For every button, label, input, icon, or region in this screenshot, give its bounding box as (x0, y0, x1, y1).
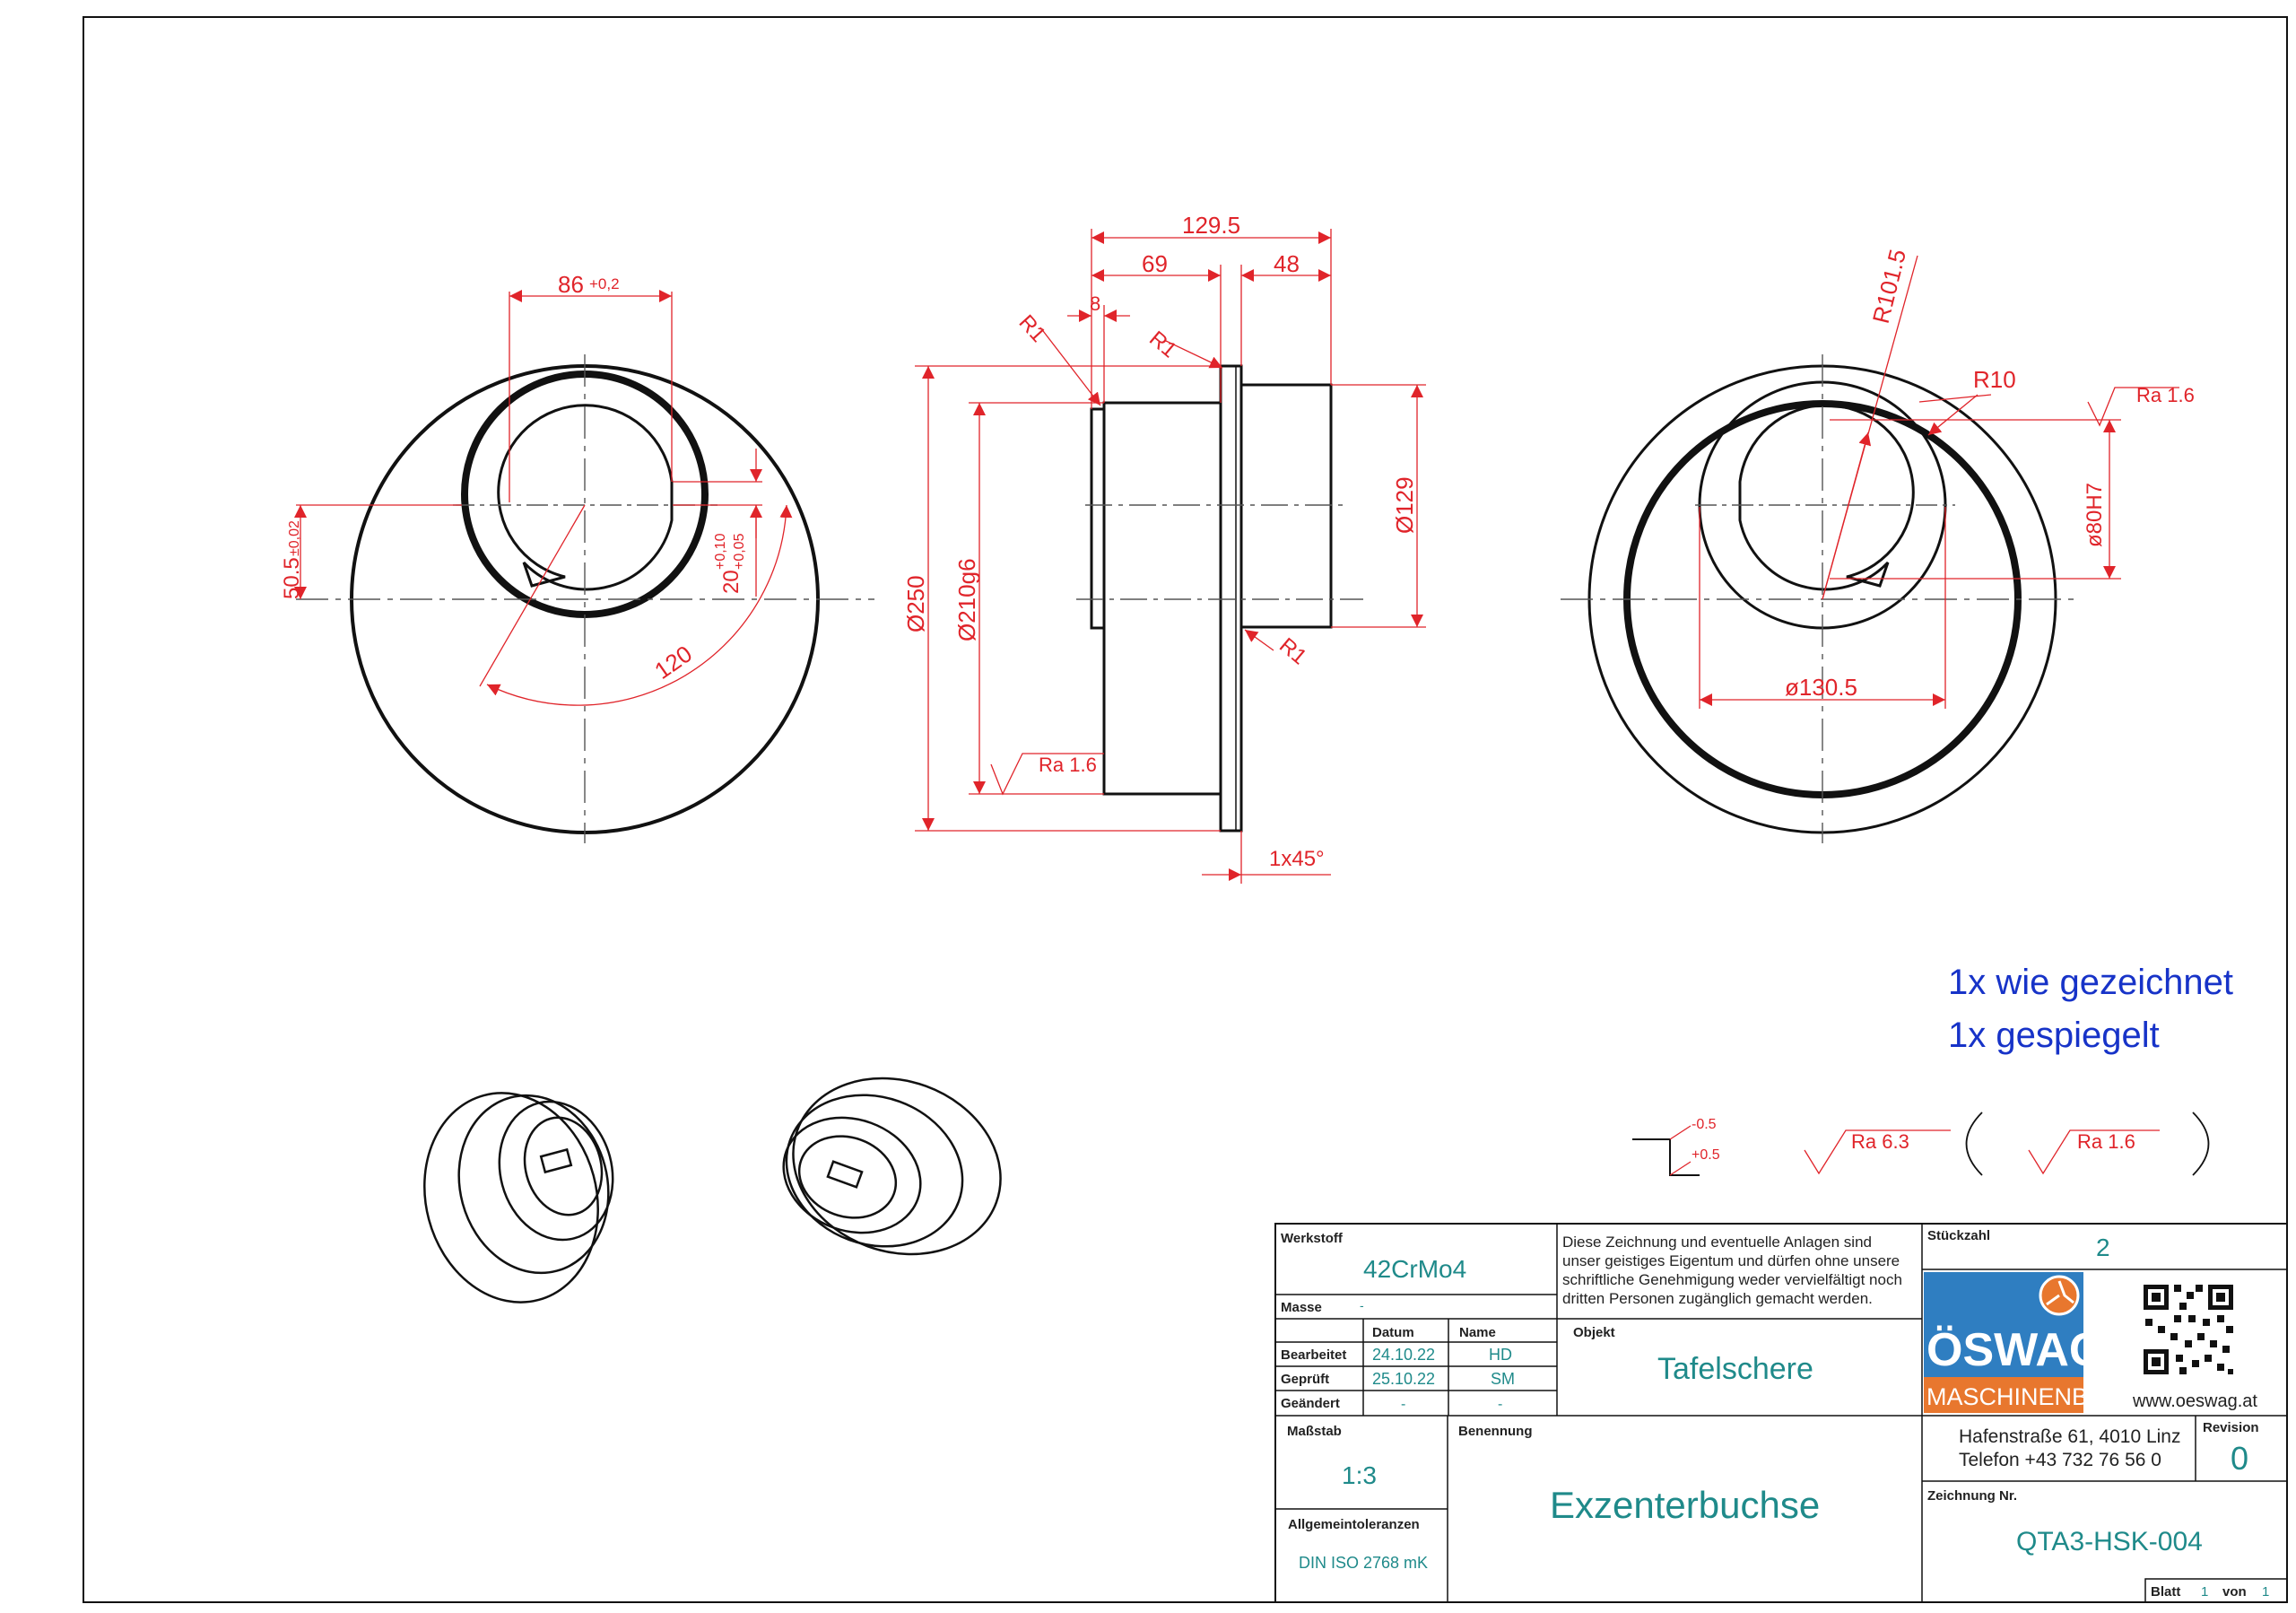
dim-length-8: 8 (1090, 292, 1100, 315)
dim-diameter-250: Ø250 (902, 575, 929, 632)
company-address: Hafenstraße 61, 4010 Linz (1959, 1426, 2181, 1447)
dim-radius-r1-c: R1 (1274, 633, 1311, 669)
label-toleranzen: Allgemeintoleranzen (1288, 1517, 1420, 1532)
value-masse: - (1360, 1298, 1364, 1312)
value-geprueft-datum: 25.10.22 (1372, 1370, 1435, 1388)
value-massstab: 1:3 (1342, 1461, 1377, 1489)
dim-chamfer: 1x45° (1269, 847, 1325, 871)
body-210 (1102, 401, 1222, 796)
drawing-frame (83, 16, 2288, 1603)
label-von: von (2222, 1584, 2247, 1600)
value-geaendert-name: - (1498, 1397, 1502, 1412)
dim-radius-r1-a: R1 (1014, 310, 1051, 347)
qr-code-icon (2144, 1285, 2233, 1374)
logo-text-top: ÖSWAG (1926, 1324, 2105, 1376)
disclaimer-line-4: dritten Personen zugänglich gemacht werd… (1562, 1290, 1873, 1307)
dim-offset: 50.5 (280, 557, 304, 599)
shoulder-8 (1090, 407, 1106, 630)
general-tolerance-symbol: -0.5 +0.5 (1632, 1117, 1720, 1176)
value-geprueft-name: SM (1491, 1370, 1515, 1388)
isometric-view-1 (423, 1092, 614, 1303)
dim-total-length: 129.5 (1182, 212, 1240, 239)
dim-length-48: 48 (1274, 250, 1300, 277)
surface-finish-right: Ra 1.6 (2136, 384, 2195, 406)
disclaimer-line-1: Diese Zeichnung und eventuelle Anlagen s… (1562, 1234, 1872, 1251)
value-bearbeitet-name: HD (1489, 1346, 1512, 1364)
value-zeichnung: QTA3-HSK-004 (2016, 1527, 2203, 1556)
surface-symbol-side (990, 753, 1104, 796)
dim-offset-tol: ±0,02 (287, 520, 302, 556)
dim-keyway-width-tol: +0,2 (589, 275, 620, 292)
logo-text-bottom: MASCHINENBAU (1926, 1383, 2122, 1410)
label-benennung: Benennung (1458, 1424, 1533, 1439)
label-zeichnung: Zeichnung Nr. (1927, 1488, 2017, 1504)
label-blatt: Blatt (2151, 1584, 2180, 1600)
dim-diameter-80: ø80H7 (2083, 483, 2107, 547)
hub-129 (1239, 383, 1333, 629)
note-as-drawn: 1x wie gezeichnet (1948, 963, 2233, 1002)
dim-angle: 120 (649, 640, 697, 684)
dim-keyway-width: 86 (558, 271, 584, 298)
logo-bottom-block (1924, 1377, 2083, 1413)
dim-length-69: 69 (1142, 250, 1168, 277)
label-geprueft: Geprüft (1281, 1372, 1329, 1387)
bracket-close (2192, 1112, 2210, 1176)
value-revision: 0 (2231, 1440, 2248, 1477)
tol-upper: -0.5 (1692, 1117, 1717, 1132)
surface-finish-general: Ra 6.3 (1851, 1130, 1909, 1153)
label-masse: Masse (1281, 1300, 1322, 1315)
label-datum: Datum (1372, 1325, 1414, 1340)
disclaimer-line-3: schriftliche Genehmigung weder vervielfä… (1562, 1271, 1902, 1288)
dim-radius-101: R101.5 (1867, 247, 1911, 327)
value-stueckzahl: 2 (2096, 1234, 2110, 1261)
front-view-left: 86 +0,2 50.5 ±0,02 20 +0,10 +0,05 120 (280, 271, 874, 843)
note-mirrored: 1x gespiegelt (1948, 1016, 2160, 1055)
value-werkstoff: 42CrMo4 (1363, 1255, 1466, 1283)
dim-radius-10: R10 (1973, 366, 2016, 393)
company-website: www.oeswag.at (2132, 1391, 2257, 1411)
bore-with-keyway-r (1738, 404, 1915, 591)
surface-symbol-general (1804, 1129, 1951, 1175)
surface-finish-bracket: Ra 1.6 (2077, 1130, 2135, 1153)
isometric-view-2 (782, 1077, 1002, 1256)
dim-diameter-129: Ø129 (1391, 476, 1418, 534)
value-bearbeitet-datum: 24.10.22 (1372, 1346, 1435, 1364)
dim-keyway-depth: 20 (719, 570, 744, 594)
value-von: 1 (2262, 1584, 2269, 1600)
label-revision: Revision (2203, 1420, 2259, 1435)
label-name: Name (1459, 1325, 1496, 1340)
value-objekt: Tafelschere (1657, 1352, 1813, 1386)
back-view-right: R101.5 R10 ø80H7 Ra 1.6 ø130.5 (1561, 247, 2195, 843)
value-toleranzen: DIN ISO 2768 mK (1299, 1554, 1428, 1572)
label-geaendert: Geändert (1281, 1396, 1340, 1411)
dim-diameter-210: Ø210g6 (953, 558, 980, 641)
flange-250 (1219, 364, 1243, 833)
dim-keyway-depth-tol-upper: +0,10 (713, 533, 728, 570)
label-massstab: Maßstab (1287, 1424, 1342, 1439)
dim-radius-r1-b: R1 (1144, 327, 1181, 362)
tol-lower: +0.5 (1692, 1147, 1720, 1163)
bracket-open (1965, 1112, 1983, 1176)
value-blatt: 1 (2201, 1584, 2208, 1600)
dim-diameter-130: ø130.5 (1785, 674, 1857, 701)
label-bearbeitet: Bearbeitet (1281, 1347, 1346, 1363)
title-block: Werkstoff 42CrMo4 Masse - Diese Zeichnun… (1274, 1223, 2288, 1603)
value-geaendert-datum: - (1401, 1397, 1405, 1412)
dim-keyway-depth-tol-lower: +0,05 (732, 533, 747, 570)
surface-symbol-right (2087, 387, 2179, 427)
company-phone: Telefon +43 732 76 56 0 (1959, 1450, 2161, 1470)
surface-symbol-bracket (2028, 1129, 2160, 1175)
label-objekt: Objekt (1573, 1325, 1615, 1340)
value-benennung: Exzenterbuchse (1550, 1484, 1820, 1526)
surface-finish-side: Ra 1.6 (1039, 754, 1097, 776)
label-werkstoff: Werkstoff (1281, 1231, 1344, 1246)
side-view: 129.5 69 48 8 R1 R1 R1 Ø250 Ø210g6 Ø129 (902, 212, 1426, 884)
label-stueckzahl: Stückzahl (1927, 1228, 1990, 1243)
disclaimer-line-2: unser geistiges Eigentum und dürfen ohne… (1562, 1252, 1900, 1269)
